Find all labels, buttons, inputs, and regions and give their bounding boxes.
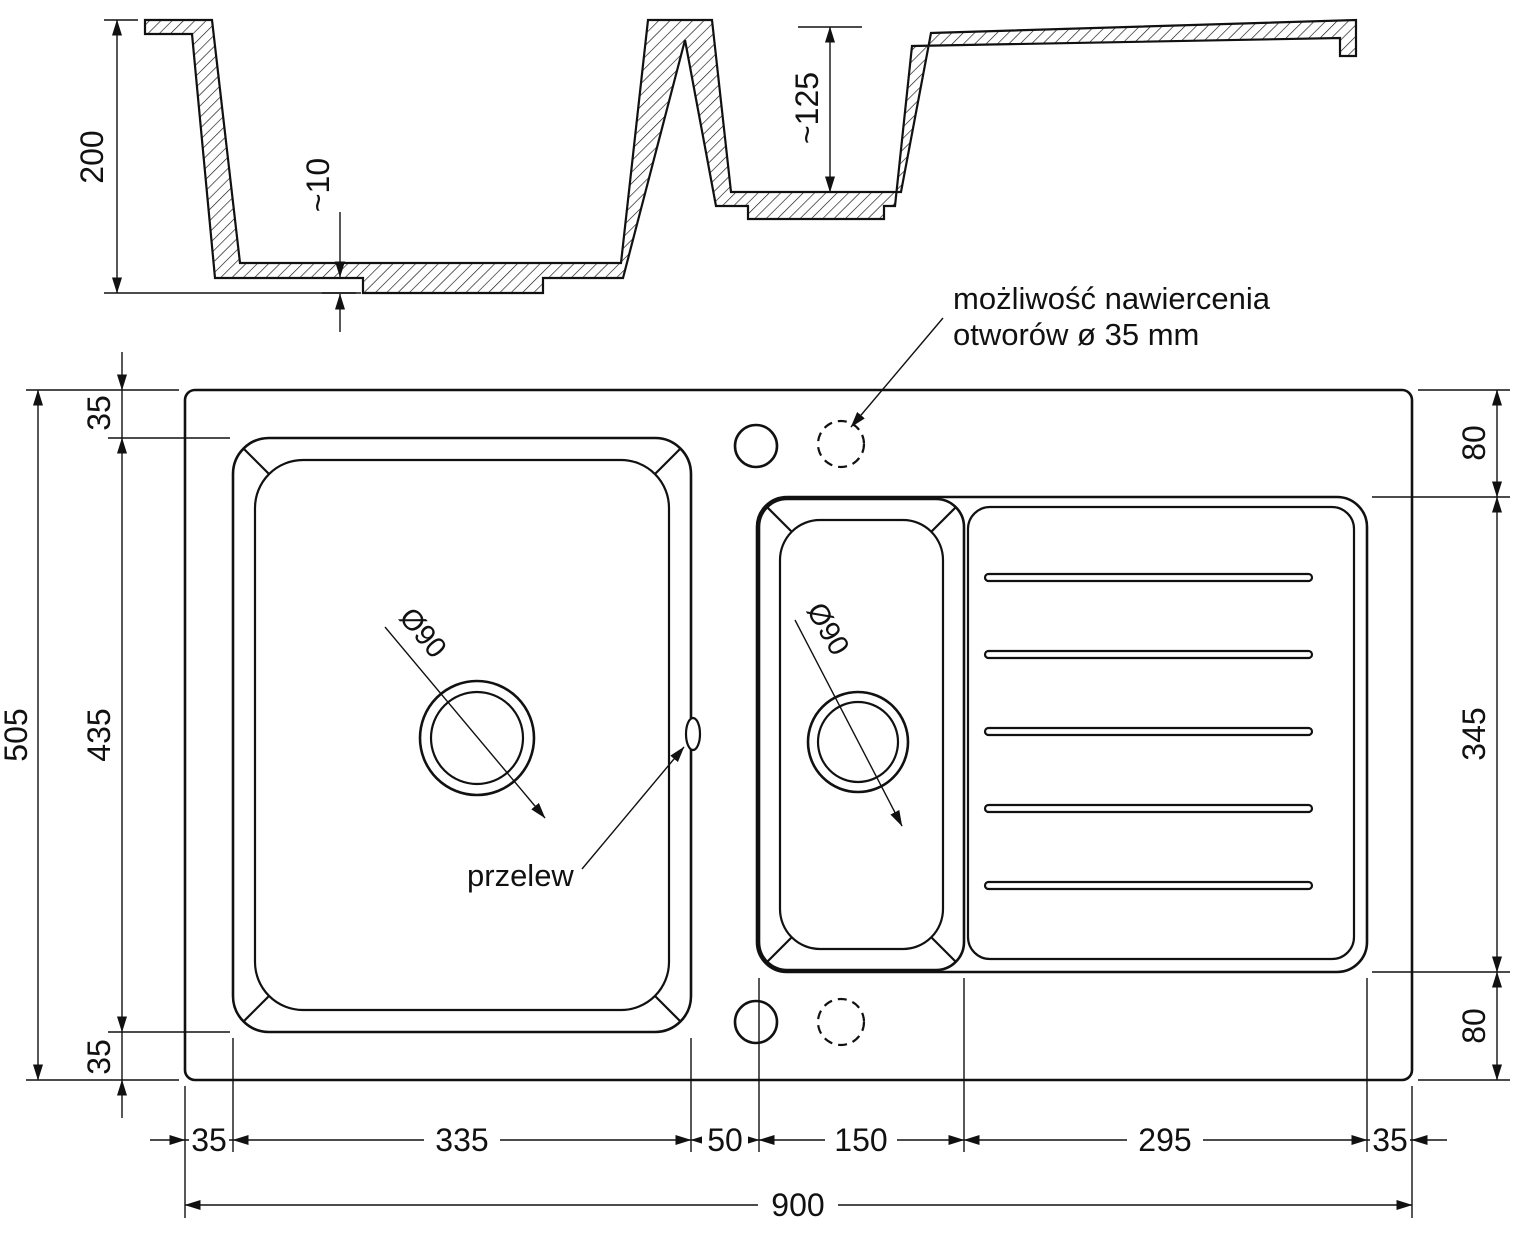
- dim-label-10: ~10: [300, 158, 336, 212]
- dim-overall-width: 900: [184, 1187, 1413, 1223]
- drain-inner-circle: [816, 700, 900, 784]
- tap-hole-bottom: [733, 999, 779, 1045]
- label-backplate: [1370, 1122, 1410, 1158]
- small-bowl-outer-rim: [757, 497, 966, 972]
- dim-label-left-top: 35: [81, 395, 117, 431]
- dim-label-900: 900: [771, 1187, 824, 1223]
- tap-holes: [733, 419, 866, 1047]
- dim-bottom-chain: 35 335 50 150 295 35: [150, 978, 1447, 1218]
- corner-tick: [766, 506, 793, 533]
- dim-label-drain-main: Ø90: [393, 602, 453, 665]
- main-bowl: [231, 436, 693, 1034]
- drain-outer-circle: [806, 690, 910, 794]
- label-backplate: [758, 1187, 838, 1223]
- groove-line: [983, 572, 1314, 583]
- dim-label-bottom-0: 35: [191, 1122, 227, 1158]
- corner-tick: [654, 995, 682, 1023]
- groove-line: [983, 649, 1314, 660]
- plan-dimensions: 505 35 435 35 80 345 80: [0, 352, 1510, 1223]
- overflow: przelew: [467, 716, 702, 893]
- dim-label-bottom-3: 150: [834, 1122, 887, 1158]
- small-bowl-inner-edge: [778, 518, 945, 951]
- corner-tick: [242, 995, 270, 1023]
- dim-label-bottom-4: 295: [1138, 1122, 1191, 1158]
- groove-line: [983, 803, 1314, 814]
- groove-line: [983, 880, 1314, 891]
- tap-hole-top: [733, 423, 779, 469]
- dim-right-chain: 80 345 80: [1372, 389, 1510, 1081]
- note-leader: [850, 317, 944, 428]
- drainer-inner-edge: [966, 505, 1356, 961]
- dim-label-right-middle: 345: [1456, 707, 1492, 760]
- dim-section-bottom-thickness: ~10: [300, 158, 361, 332]
- label-backplate: [189, 1122, 229, 1158]
- label-backplate: [702, 1122, 748, 1158]
- dim-left-chain: 35 435 35: [81, 352, 230, 1118]
- label-backplate: [825, 1122, 897, 1158]
- sink-cross-section-profile: [143, 18, 1358, 295]
- groove-line: [983, 726, 1314, 737]
- dim-label-bottom-5: 35: [1372, 1122, 1408, 1158]
- main-bowl-drain: Ø90: [384, 602, 546, 819]
- overflow-leader: [581, 746, 685, 870]
- dim-label-left-middle: 435: [81, 708, 117, 761]
- main-bowl-inner-edge: [253, 458, 671, 1012]
- dim-label-200: 200: [74, 130, 110, 183]
- note-line-1: możliwość nawiercenia: [953, 281, 1271, 316]
- dim-label-left-bottom: 35: [81, 1039, 117, 1075]
- dim-label-right-top: 80: [1456, 425, 1492, 461]
- corner-tick: [766, 936, 793, 963]
- drainer-grooves: [983, 572, 1314, 891]
- small-bowl: [757, 497, 966, 972]
- dim-label-bottom-2: 50: [707, 1122, 743, 1158]
- drainer-area: [755, 495, 1369, 974]
- dim-section-depth-main: 200: [74, 19, 356, 294]
- diameter-leader: [384, 626, 546, 819]
- note-line-2: otworów ø 35 mm: [953, 317, 1199, 352]
- corner-tick: [654, 447, 682, 475]
- optional-hole-bottom: [816, 997, 866, 1047]
- section-view: 200 ~10 ~125: [74, 18, 1358, 332]
- main-bowl-outer-rim: [231, 436, 693, 1034]
- drainer-outer-contour: [755, 495, 1369, 974]
- dim-label-right-bottom: 80: [1456, 1008, 1492, 1044]
- overflow-slot: [684, 716, 702, 752]
- corner-tick: [242, 447, 270, 475]
- diameter-leader: [794, 619, 903, 827]
- dim-label-125: ~125: [789, 72, 825, 144]
- optional-hole-top: [816, 419, 866, 469]
- dim-label-bottom-1: 335: [435, 1122, 488, 1158]
- dim-section-depth-small: ~125: [789, 26, 862, 193]
- dim-overall-height: 505: [0, 389, 179, 1081]
- sink-outline: [183, 388, 1414, 1082]
- label-backplate: [424, 1122, 500, 1158]
- corner-tick: [930, 506, 957, 533]
- drilling-note: możliwość nawiercenia otworów ø 35 mm: [850, 281, 1271, 428]
- drain-inner-circle: [429, 690, 525, 786]
- drain-outer-circle: [418, 679, 536, 797]
- plan-view: Ø90 Ø90 przelew możliwość nawiercenia ot…: [183, 281, 1414, 1082]
- label-backplate: [1127, 1122, 1203, 1158]
- dim-label-505: 505: [0, 708, 34, 761]
- overflow-label: przelew: [467, 858, 574, 893]
- corner-tick: [930, 936, 957, 963]
